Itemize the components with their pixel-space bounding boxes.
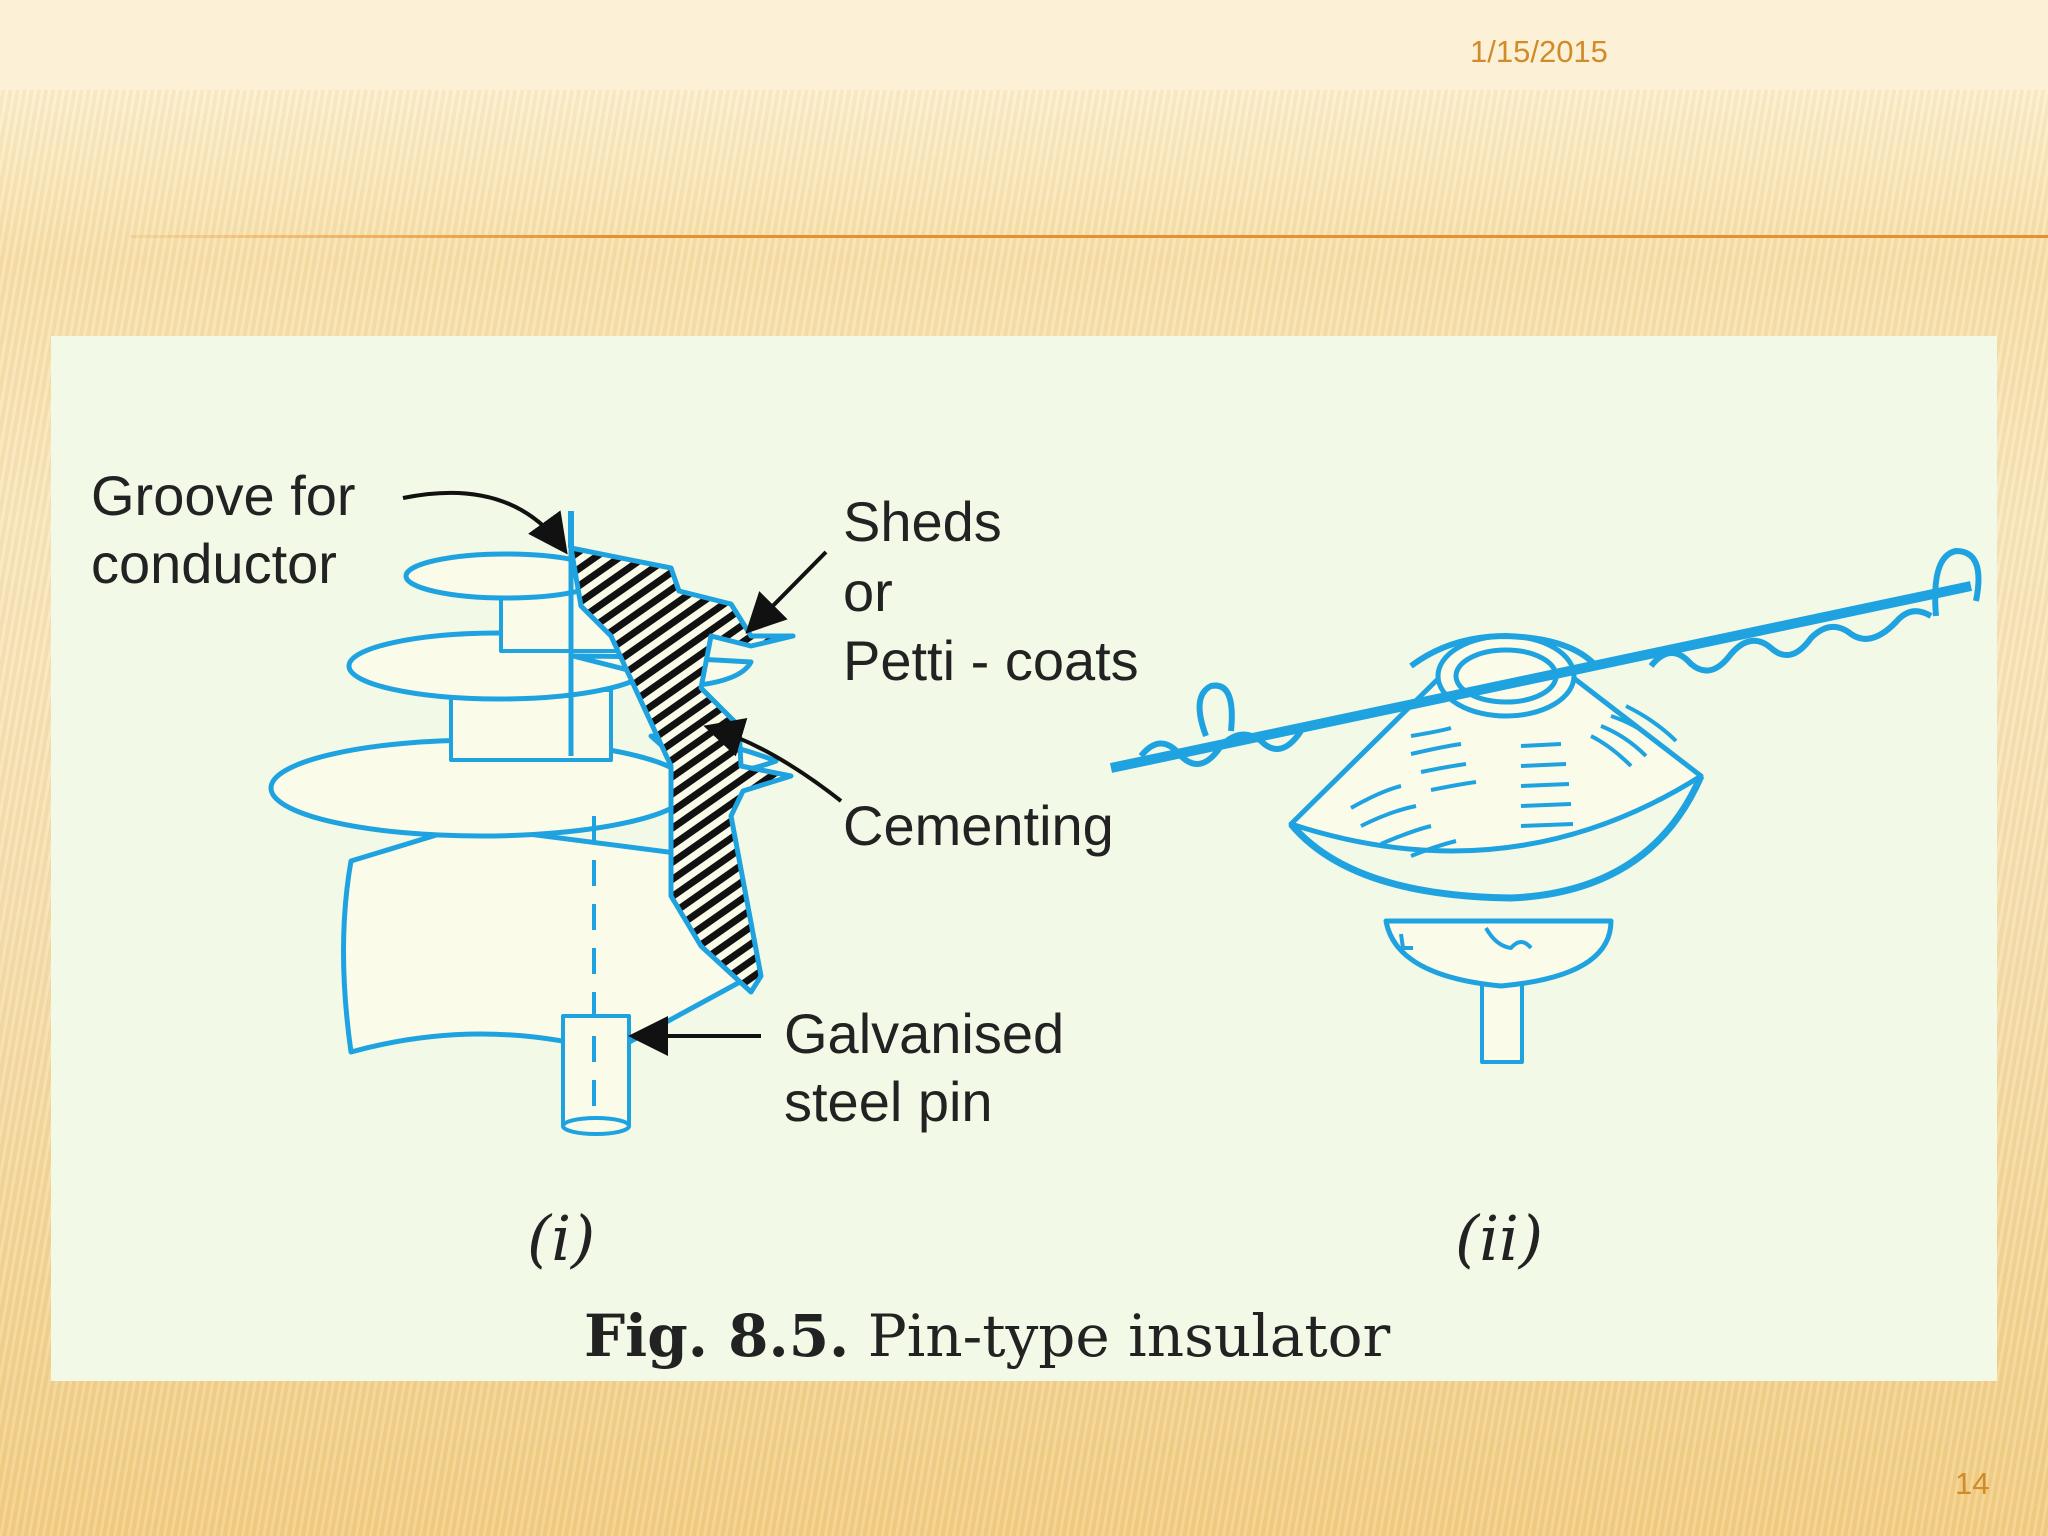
label-sheds-line3: Petti - coats	[843, 629, 1139, 692]
title-divider	[130, 235, 2048, 238]
sub-caption-i: (i)	[527, 1202, 596, 1275]
label-pin-line2: steel pin	[784, 1070, 993, 1133]
insulator-drawing	[268, 490, 1982, 1136]
pin-insulator-section	[268, 511, 796, 1136]
tie-loop-right	[1932, 548, 1982, 617]
label-sheds-line1: Sheds	[843, 490, 1002, 553]
steel-pin	[561, 1014, 631, 1128]
hatched-section	[568, 545, 796, 995]
label-sheds-line2: or	[843, 560, 893, 623]
label-groove-line1: Groove for	[91, 464, 356, 527]
tie-wire	[1138, 608, 1933, 767]
sub-caption-ii: (ii)	[1455, 1202, 1544, 1275]
leader-arrows	[402, 490, 843, 1056]
pin-insulator-external	[1109, 548, 1982, 1064]
groove-arrow	[402, 490, 568, 555]
label-pin-line1: Galvanised	[784, 1002, 1065, 1065]
tie-loop-left	[1196, 682, 1235, 738]
figure-title: Pin-type insulator	[867, 1302, 1391, 1370]
slide-header-band	[0, 0, 2048, 90]
sheds-arrow	[745, 550, 828, 634]
insulator-figure: Groove for conductor Sheds or Petti - co…	[51, 336, 1997, 1381]
slide-page-number: 14	[1955, 1466, 1990, 1501]
external-skirt	[1288, 673, 1704, 854]
cementing-arrow	[703, 718, 843, 803]
slide-date: 1/15/2015	[1470, 34, 1608, 69]
figure-number: Fig. 8.5.	[584, 1302, 850, 1370]
figure-caption: Fig. 8.5. Pin-type insulator	[584, 1302, 1390, 1370]
external-lower-body	[1383, 918, 1614, 989]
label-groove-line2: conductor	[91, 532, 337, 595]
label-cementing: Cementing	[843, 794, 1114, 857]
